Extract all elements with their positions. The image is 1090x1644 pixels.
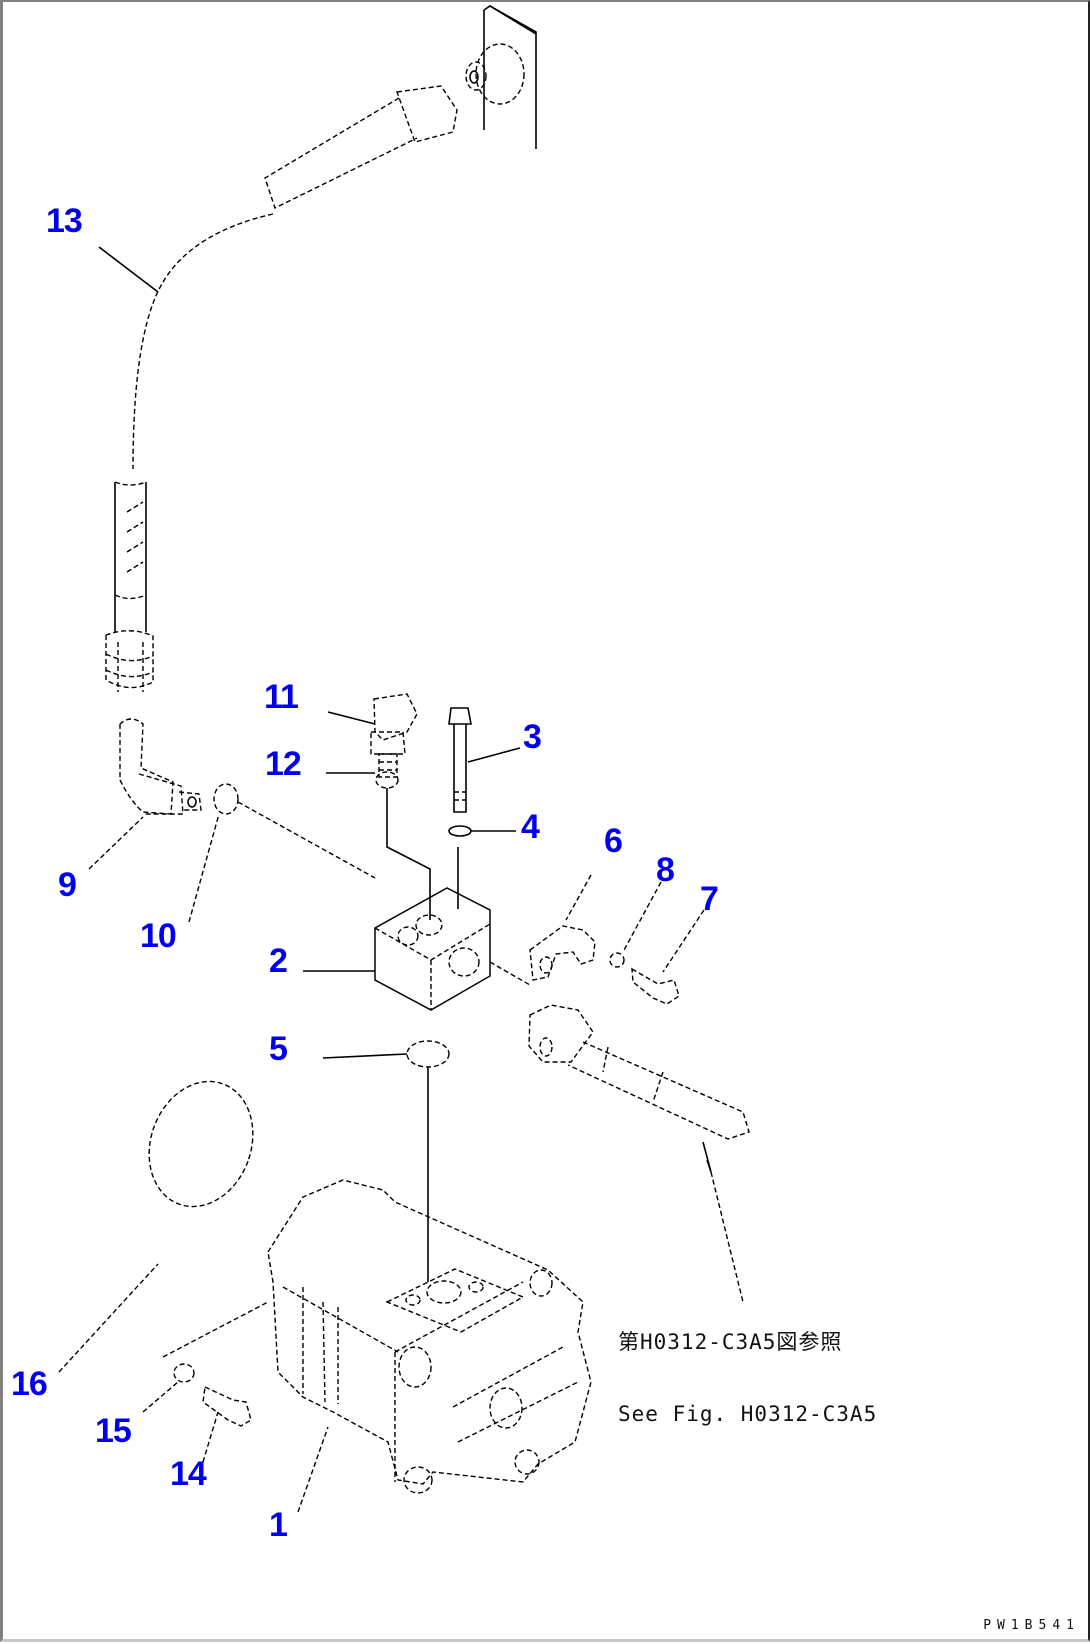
- hose-end-fitting-top: [465, 43, 525, 105]
- bolt-7: [631, 967, 680, 1005]
- diagram-identifier: PW1B541: [983, 1618, 1080, 1633]
- callout-16: 16: [11, 1365, 48, 1403]
- o-ring-10: [213, 783, 239, 815]
- pipe-flange: [528, 1004, 750, 1173]
- leader-5: [322, 1053, 408, 1059]
- leader-11: [327, 711, 376, 725]
- o-ring-16: [148, 1080, 254, 1208]
- leader-8: [622, 881, 662, 953]
- callout-3: 3: [523, 718, 542, 756]
- parts-drawing: [58, 5, 750, 1513]
- elbow-9: [119, 718, 202, 815]
- callout-10: 10: [140, 917, 177, 955]
- figure-reference: 第H0312-C3A5図参照 See Fig. H0312-C3A5: [618, 1282, 877, 1450]
- leader-14: [202, 1411, 219, 1463]
- hose-13: [105, 85, 458, 692]
- washer-15: [173, 1363, 195, 1383]
- o-ring-12: [375, 771, 399, 789]
- callout-2: 2: [269, 942, 288, 980]
- callout-1: 1: [269, 1506, 288, 1544]
- callout-4: 4: [521, 808, 540, 846]
- leader-lines: [58, 246, 744, 1513]
- callout-7: 7: [700, 880, 719, 918]
- leader-15-link: [162, 1301, 269, 1358]
- leader-1: [297, 1426, 329, 1513]
- callout-12: 12: [265, 745, 302, 783]
- washer-8: [609, 952, 625, 968]
- bolt-14: [202, 1385, 252, 1427]
- callout-6: 6: [604, 822, 623, 860]
- bracket-plate: [483, 5, 537, 149]
- split-flange-6: [529, 925, 596, 981]
- figure-reference-en: See Fig. H0312-C3A5: [618, 1402, 878, 1426]
- leader-ref: [710, 1171, 744, 1303]
- leader-16: [58, 1263, 159, 1373]
- figure-reference-jp: 第H0312-C3A5図参照: [618, 1330, 843, 1354]
- leader-6: [565, 874, 592, 921]
- leader-13: [98, 246, 159, 293]
- leader-10: [188, 813, 220, 923]
- leader-9: [88, 816, 144, 870]
- leader-pipe: [489, 961, 531, 986]
- callout-14: 14: [170, 1455, 207, 1493]
- callout-5: 5: [269, 1030, 288, 1068]
- callout-11: 11: [264, 678, 299, 716]
- bolt-3: [448, 707, 472, 813]
- leader-15: [142, 1381, 179, 1413]
- callout-15: 15: [95, 1412, 132, 1450]
- callout-8: 8: [656, 851, 675, 889]
- leader-12-link: [386, 788, 431, 902]
- callout-9: 9: [58, 866, 77, 904]
- pump-1: [267, 1179, 592, 1494]
- block-2: [374, 847, 491, 1011]
- connector-11: [370, 693, 418, 778]
- leader-10-link: [237, 801, 376, 879]
- washer-4: [448, 825, 472, 837]
- leader-3: [467, 747, 521, 763]
- callout-13: 13: [46, 202, 83, 240]
- leader-7: [662, 909, 705, 973]
- o-ring-5: [406, 1040, 450, 1068]
